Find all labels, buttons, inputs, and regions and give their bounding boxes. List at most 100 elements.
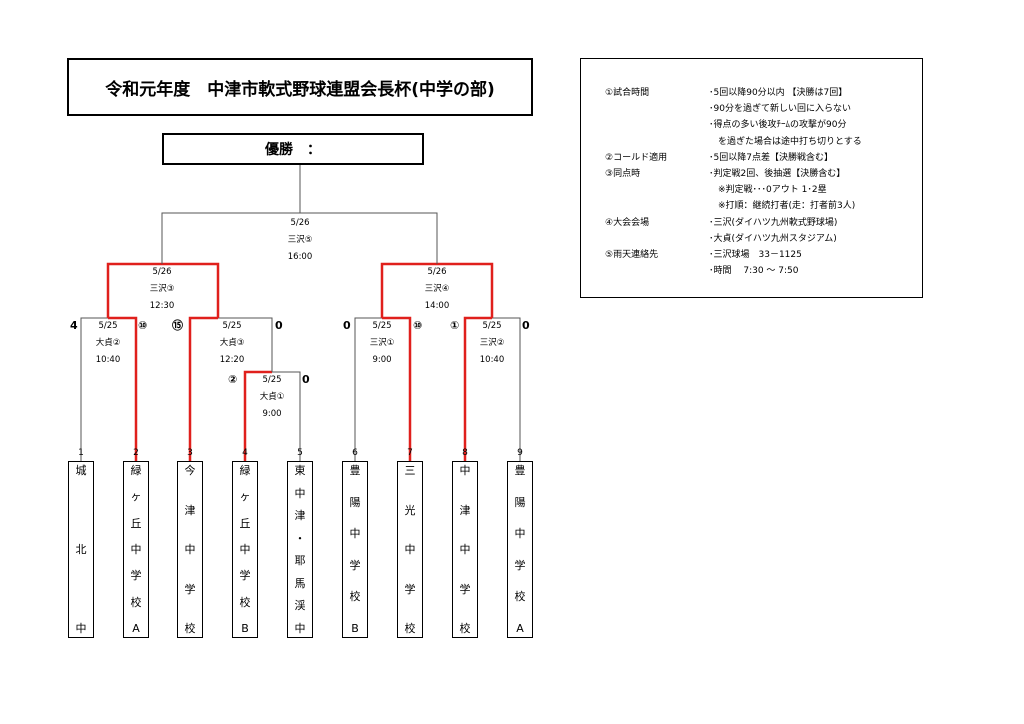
note-label: ③同点時: [605, 169, 641, 179]
match-venue: 三沢④: [424, 284, 450, 294]
match-date: 5/26: [290, 218, 310, 228]
team-number: 6: [352, 448, 358, 458]
team-name-char: 緑: [130, 464, 142, 477]
team-name-char: 校: [349, 590, 361, 604]
team-number: 7: [407, 448, 413, 458]
match-venue: 三沢①: [369, 338, 395, 348]
note-text: ･5回以降90分以内 【決勝は7回】: [709, 88, 848, 98]
score-right: ⑩: [138, 319, 148, 332]
note-text: ※打順：継続打者(走：打者前3人): [709, 201, 856, 212]
match-date: 5/25: [372, 321, 392, 331]
team-name-char: 学: [239, 569, 251, 583]
bracket-line-qf2-winner: [188, 316, 218, 461]
score-left: ①: [450, 319, 460, 332]
team-name-char: 耶: [294, 554, 306, 568]
team-number: 2: [133, 448, 139, 458]
score-right: 0: [302, 373, 310, 386]
score-left: 4: [70, 319, 78, 332]
team-name-char: ヶ: [239, 490, 251, 504]
team-box: 城北中: [68, 461, 94, 638]
team-name-char: 校: [514, 590, 526, 604]
note-text: ･三沢(ダイハツ九州軟式野球場): [709, 217, 838, 228]
match-venue: 大貞③: [219, 338, 245, 348]
match-time: 9:00: [262, 409, 282, 419]
bracket-line-final-right: [300, 212, 438, 264]
bracket-line-qf4-winner: [463, 316, 492, 461]
score-right: 0: [275, 319, 283, 332]
team-name-char: 中: [75, 622, 87, 635]
match-time: 9:00: [372, 355, 392, 365]
team-name-char: 三: [404, 464, 416, 477]
team-box: 中津中学校: [452, 461, 478, 638]
match-time: 12:20: [219, 355, 245, 365]
team-name-char: 学: [404, 582, 416, 596]
team-name-char: 北: [75, 543, 87, 556]
team-name-char: 中: [130, 542, 142, 556]
team-name-char: 校: [130, 595, 142, 609]
team-name-char: 中: [294, 621, 306, 635]
bracket-line-qf1-winner: [108, 316, 138, 461]
note-text: ･三沢球場 33－1125: [709, 250, 802, 260]
match-venue: 三沢⑤: [287, 235, 313, 245]
team-name-char: B: [241, 621, 249, 635]
team-name-char: 渓: [294, 599, 306, 613]
team-name-char: 学: [514, 558, 526, 572]
bracket-line-qf3-loser: [354, 317, 382, 461]
note-label: ②コールド適用: [605, 152, 668, 163]
note-text: を過ぎた場合は途中打ち切りとする: [709, 136, 862, 147]
match-date: 5/25: [262, 375, 282, 385]
bracket-line-sf1-other: [162, 262, 220, 318]
match-time: 12:30: [149, 301, 175, 311]
team-name-char: 緑: [239, 464, 251, 477]
winner-box: 優勝 ：: [162, 133, 424, 165]
note-text: ･得点の多い後攻ﾁｰﾑの攻撃が90分: [709, 120, 847, 131]
team-name-char: B: [351, 621, 359, 635]
bracket-line-qf1-loser: [80, 317, 108, 461]
team-name-char: A: [516, 621, 524, 635]
match-date: 5/25: [98, 321, 118, 331]
match-date: 5/26: [427, 267, 447, 277]
team-name-char: ヶ: [130, 490, 142, 504]
team-name-char: 校: [404, 622, 416, 635]
note-label: ④大会会場: [605, 217, 650, 228]
bracket-line-qf3-winner: [382, 316, 412, 461]
team-number: 1: [78, 448, 84, 458]
team-name-char: 津: [459, 503, 471, 517]
team-name-char: 豊: [514, 464, 526, 477]
match-time: 14:00: [424, 301, 450, 311]
bracket-line-final-left: [161, 212, 300, 264]
team-name-char: 丘: [130, 516, 142, 530]
team-name-char: 光: [404, 503, 416, 517]
team-name-char: 今: [184, 464, 196, 477]
match-venue: 大貞②: [95, 338, 121, 348]
note-text: ※判定戦･･･0アウト 1･2塁: [709, 185, 827, 196]
score-left: ②: [228, 373, 238, 386]
note-label: ①試合時間: [605, 88, 650, 98]
team-name-char: 学: [349, 558, 361, 572]
team-name-char: 校: [459, 622, 471, 635]
match-date: 5/26: [152, 267, 172, 277]
team-name-char: ・: [294, 531, 306, 545]
bracket-line-r1-winner: [243, 370, 272, 461]
score-left: ⑮: [172, 319, 183, 332]
team-name-char: 中: [294, 486, 306, 500]
bracket-line-qf2-loser: [218, 317, 273, 372]
note-text: ･時間 7:30 ～ 7:50: [709, 266, 799, 277]
team-number: 9: [517, 448, 523, 458]
match-time: 10:40: [95, 355, 121, 365]
team-name-char: 馬: [294, 576, 306, 590]
bracket-line-sf1-winner: [106, 262, 162, 318]
team-number: 8: [462, 448, 468, 458]
bracket-line-sf2-winner: [380, 262, 437, 318]
bracket-line-qf4-loser: [492, 317, 521, 461]
team-name-char: A: [132, 621, 140, 635]
bracket-line-sf2-other: [437, 262, 494, 318]
team-box: 今津中学校: [177, 461, 203, 638]
team-name-char: 城: [75, 464, 87, 477]
team-name-char: 丘: [239, 516, 251, 530]
bracket-line-r1-loser: [272, 371, 301, 461]
